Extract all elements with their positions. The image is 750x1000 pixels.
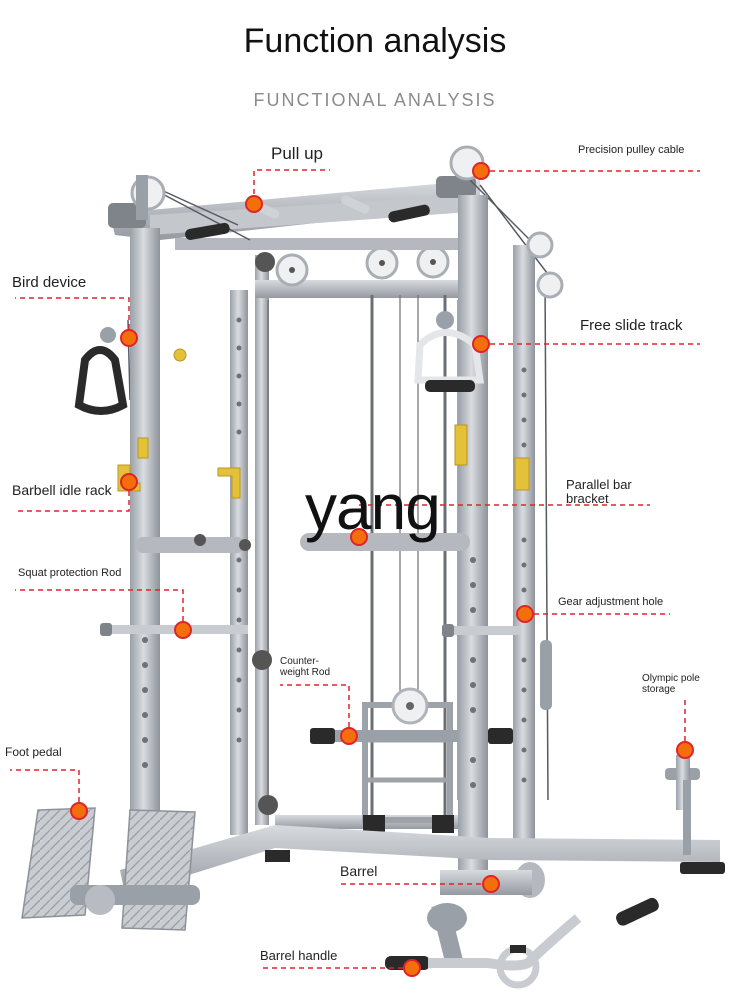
label-foot-pedal: Foot pedal <box>5 745 62 759</box>
barrel-handle-tool <box>385 897 659 989</box>
callout-markers <box>70 162 694 977</box>
marker-counterweight <box>340 727 358 745</box>
label-counterweight-line1: Counter- <box>280 656 319 667</box>
marker-squat-rod <box>174 621 192 639</box>
label-olympic-pole-storage: Olympic pole storage <box>642 673 700 695</box>
front-left-upright <box>130 175 248 838</box>
label-barrel-handle: Barrel handle <box>260 948 338 963</box>
marker-free-slide <box>472 335 490 353</box>
squat-rods <box>100 623 520 637</box>
label-bird-device: Bird device <box>12 274 87 291</box>
callout-line-squat-rod <box>15 589 184 630</box>
marker-foot-pedal <box>70 802 88 820</box>
front-right-upright <box>449 145 564 875</box>
label-precision-pulley-cable: Precision pulley cable <box>578 144 685 156</box>
label-parallel-bar-line1: Parallel bar <box>566 477 632 492</box>
cable-handles <box>74 311 485 415</box>
parallel-bars <box>135 533 470 553</box>
callout-line-barbell-rack <box>15 482 130 512</box>
gear-holes <box>142 317 527 788</box>
label-counterweight-rod: Counter- weight Rod <box>280 656 331 678</box>
label-olympic-line1: Olympic pole <box>642 673 700 684</box>
label-counterweight-line2: weight Rod <box>280 666 331 678</box>
marker-pulley-cable <box>472 162 490 180</box>
marker-parallel-bar <box>350 528 368 546</box>
label-barbell-idle-rack: Barbell idle rack <box>12 482 112 498</box>
page-subtitle: FUNCTIONAL ANALYSIS <box>253 90 497 110</box>
callout-line-pull-up <box>253 169 330 203</box>
landmine-barrel <box>427 862 545 968</box>
label-gear-adjustment-hole: Gear adjustment hole <box>558 596 664 608</box>
marker-pull-up <box>245 195 263 213</box>
marker-barbell-rack <box>120 473 138 491</box>
marker-olympic <box>676 741 694 759</box>
marker-barrel-handle <box>403 959 421 977</box>
watermark-text: yang <box>305 471 441 543</box>
marker-barrel <box>482 875 500 893</box>
callout-lines <box>10 169 700 969</box>
marker-bird-device <box>120 329 138 347</box>
label-barrel: Barrel <box>340 863 378 879</box>
marker-gear-hole <box>516 605 534 623</box>
page-title: Function analysis <box>243 22 507 60</box>
label-free-slide-track: Free slide track <box>580 317 683 334</box>
label-parallel-bar-bracket: Parallel bar bracket <box>566 478 632 505</box>
label-olympic-line2: storage <box>642 683 676 695</box>
callout-line-bird-device <box>15 297 130 338</box>
frame-base <box>120 755 725 895</box>
callout-line-foot-pedal <box>10 769 80 811</box>
top-frame <box>108 176 480 250</box>
label-pull-up: Pull up <box>271 144 323 163</box>
label-squat-protection-rod: Squat protection Rod <box>18 567 122 579</box>
label-parallel-bar-line2: bracket <box>566 490 609 506</box>
foot-pedals <box>21 807 200 931</box>
top-pulleys <box>252 245 450 815</box>
